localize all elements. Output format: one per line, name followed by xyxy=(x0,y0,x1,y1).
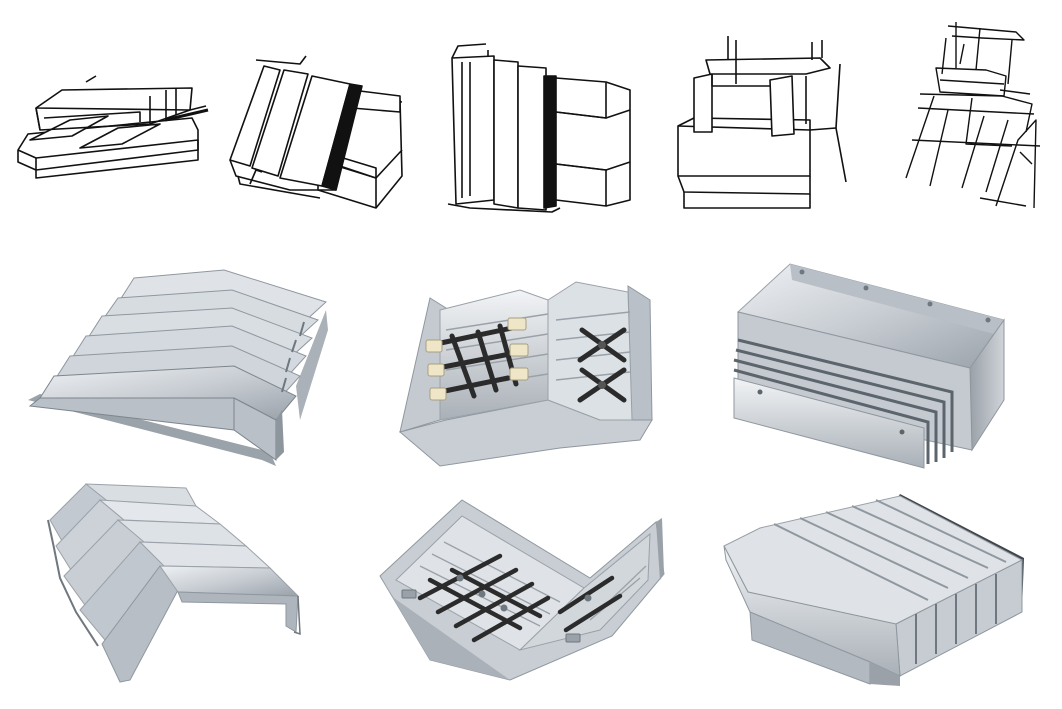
v-shaped-cover-with-scissor-links-angled-icon xyxy=(379,499,665,681)
stepped-telescopic-cover-sketch-icon xyxy=(905,22,1041,209)
gable-way-cover-open-frame-icon xyxy=(47,483,301,683)
roof-shaped-way-cover-icon xyxy=(28,269,328,466)
column-telescopic-cover-sketch-icon xyxy=(677,36,847,209)
flat-telescopic-way-cover-icon xyxy=(723,494,1024,686)
flat-telescopic-cover-sketch-icon xyxy=(17,75,209,179)
vertical-telescopic-cover-sketch-icon xyxy=(447,43,631,213)
inclined-telescopic-cover-sketch-icon xyxy=(229,55,403,209)
box-shaped-telescopic-cover-icon xyxy=(733,263,1005,469)
v-shaped-cover-with-scissor-links-icon xyxy=(398,281,653,467)
